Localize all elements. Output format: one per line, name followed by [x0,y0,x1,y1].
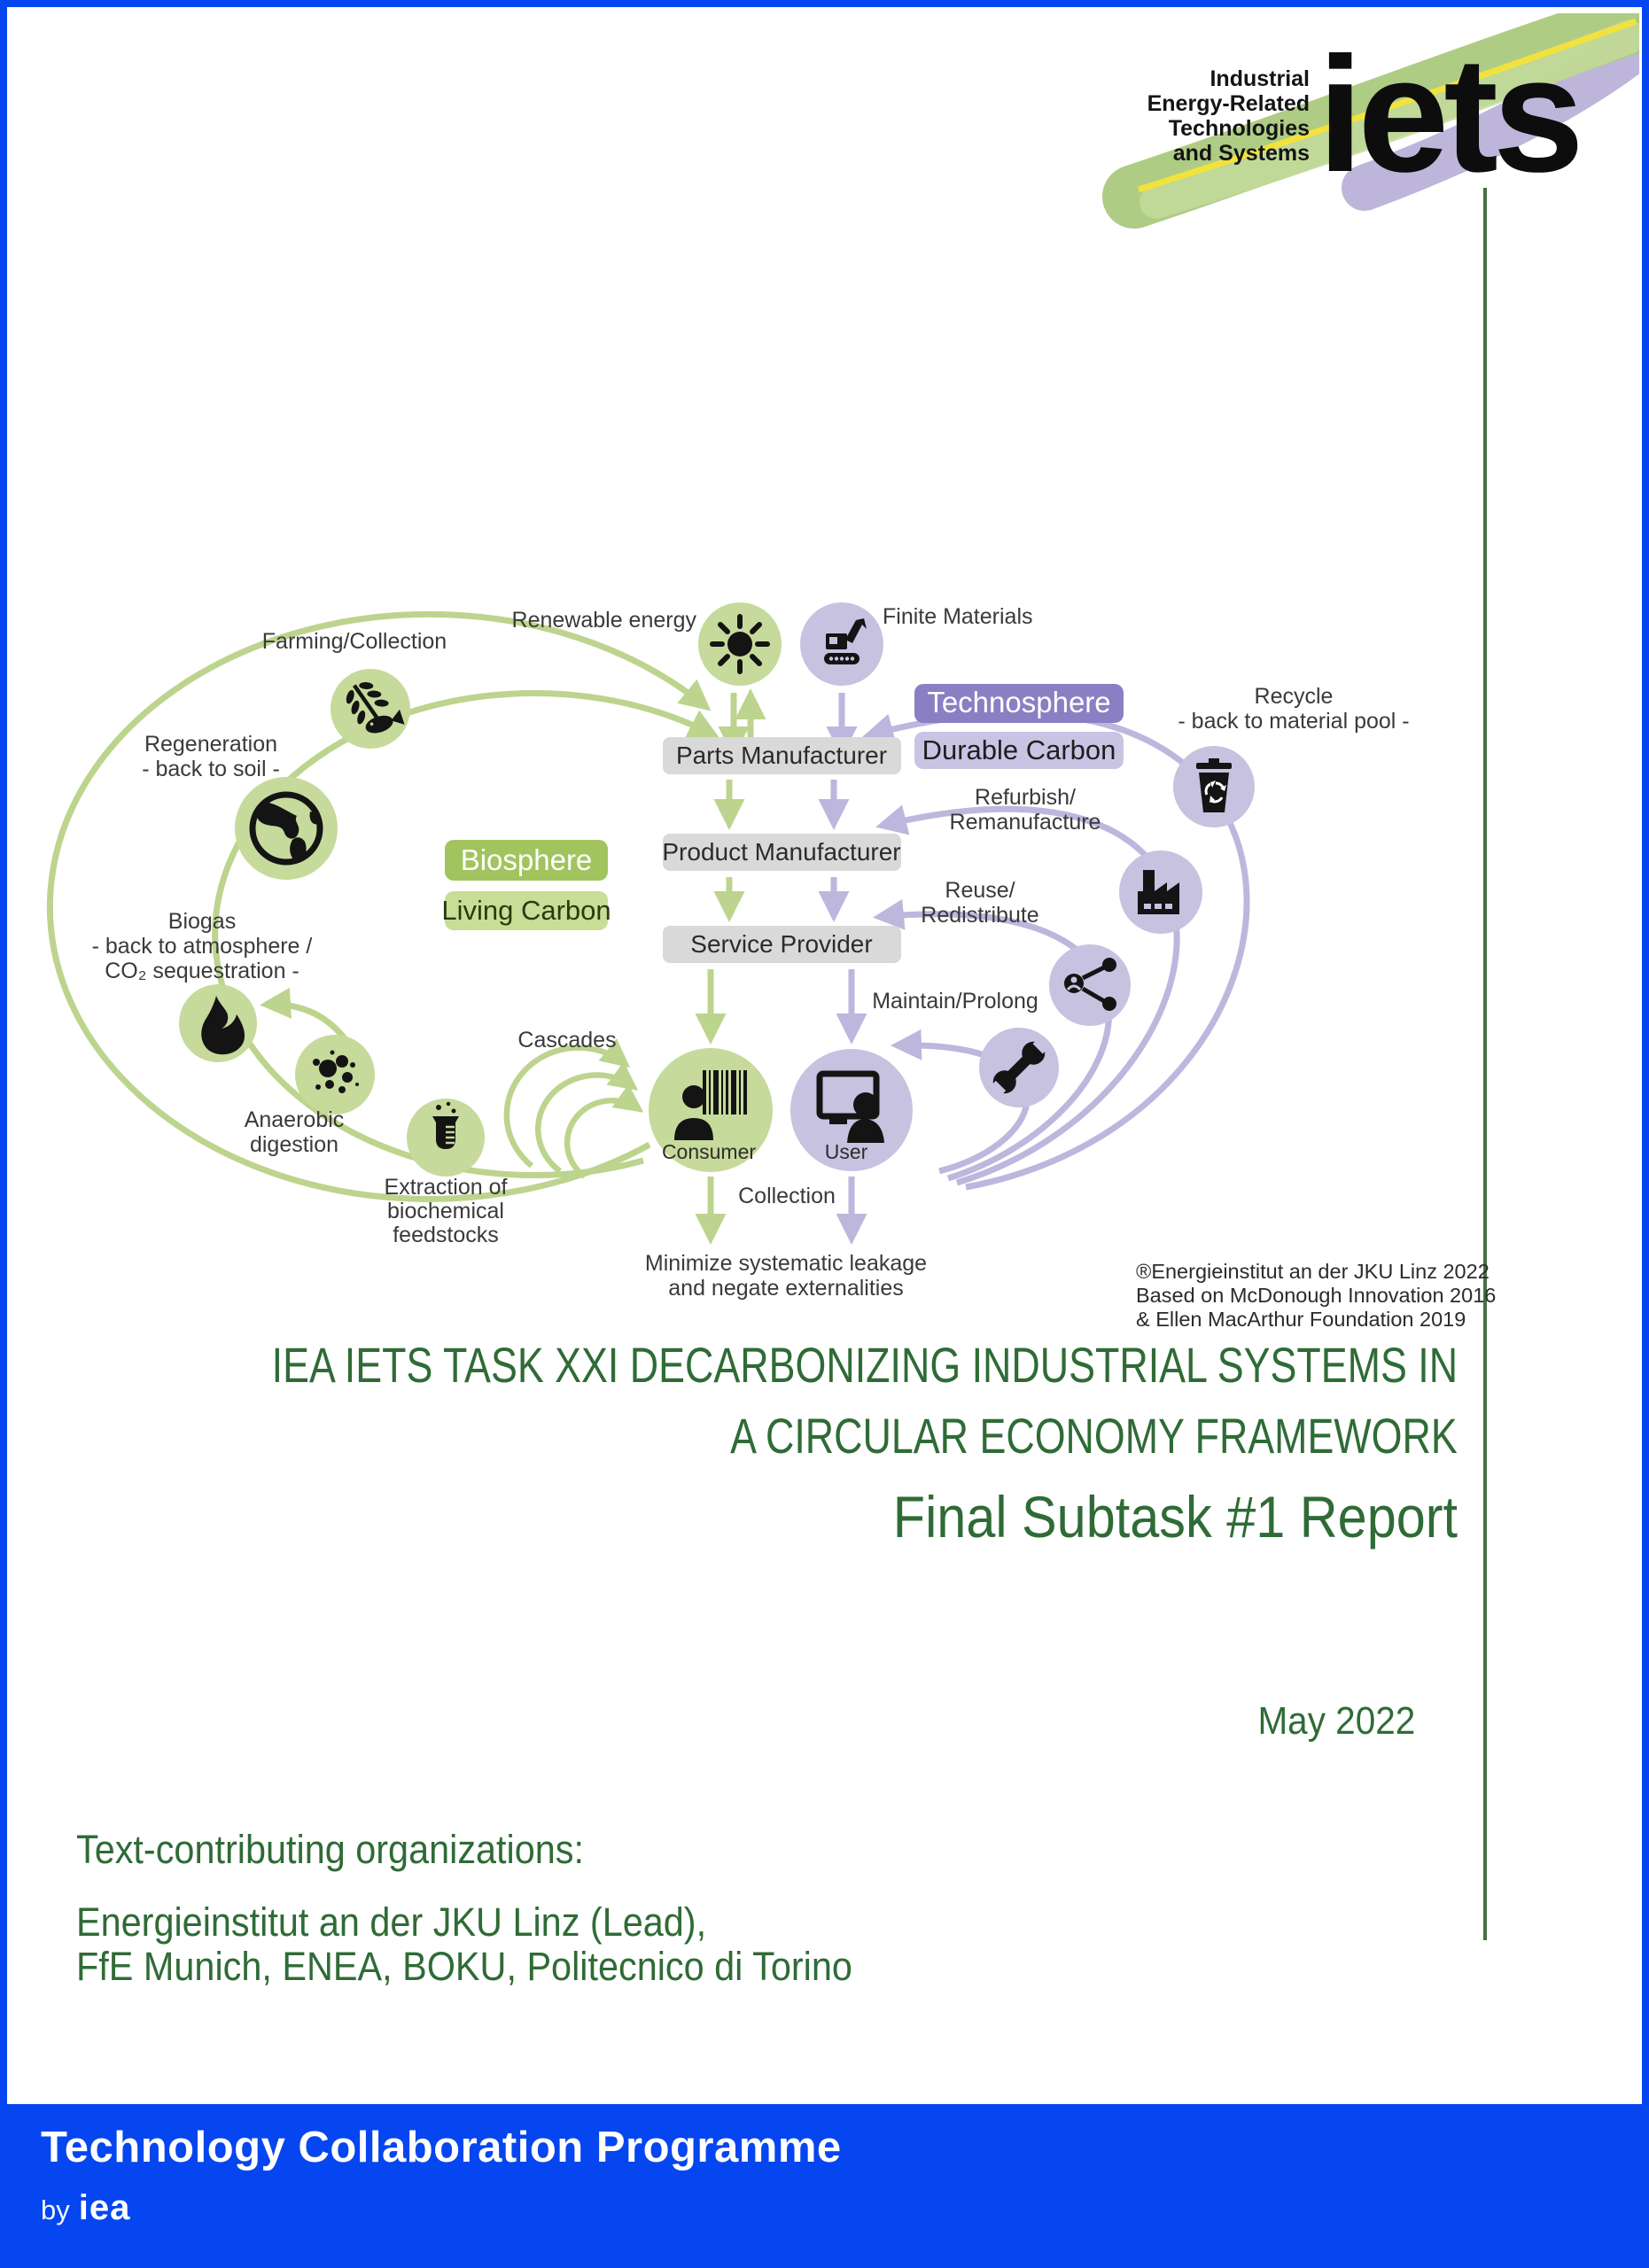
user-icon [816,1070,884,1143]
service-box [663,926,901,963]
credit-line: & Ellen MacArthur Foundation 2019 [1136,1308,1466,1331]
living-carbon-box [445,891,608,930]
footer-band: Technology Collaboration Programme by ie… [0,2104,1649,2268]
extraction-label: feedstocks [393,1223,499,1247]
reuse-label: Redistribute [921,903,1038,928]
share-icon [1064,958,1116,1011]
diagram-credits: ®Energieinstitut an der JKU Linz 2022 Ba… [1136,1260,1496,1331]
technosphere-label: Technosphere [927,686,1110,718]
excavator-icon [824,618,867,664]
minimize-label: and negate externalities [668,1276,903,1301]
earth-icon [249,791,323,866]
anaerobic-label: digestion [250,1132,338,1157]
report-subtitle: Final Subtask #1 Report [892,1484,1458,1550]
living-carbon-label: Living Carbon [441,895,611,926]
footer-programme: Technology Collaboration Programme [41,2124,842,2171]
sun-icon [710,614,770,674]
vertical-rule [1483,188,1487,1940]
consumer-icon [674,1070,747,1140]
iea-logo: iea [78,2188,131,2227]
footer-byline: by iea [41,2188,130,2228]
circular-economy-diagram: Technosphere Durable Carbon Biosphere Li… [46,602,1496,1331]
logo-tagline-line: Technologies [1169,116,1310,141]
parts-box [663,737,901,774]
service-label: Service Provider [690,930,872,958]
regeneration-label: - back to soil - [142,757,280,781]
cascades-label: Cascades [517,1028,616,1052]
logo-tagline: Industrial Energy-Related Technologies a… [1147,66,1310,166]
parts-label: Parts Manufacturer [676,742,887,769]
product-label: Product Manufacturer [662,838,900,866]
logo-tagline-line: Industrial [1210,66,1310,91]
biogas-label: CO₂ sequestration - [105,959,299,983]
renewable-label: Renewable energy [512,608,697,633]
sphere-boxes: Technosphere Durable Carbon Biosphere Li… [441,684,1124,930]
fire-icon [201,996,245,1055]
minimize-label: Minimize systematic leakage [645,1251,927,1276]
refurbish-label: Refurbish/ [975,785,1076,810]
logo-wordmark: iets [1318,24,1579,206]
report-title-line1: IEA IETS TASK XXI DECARBONIZING INDUSTRI… [271,1337,1458,1393]
iets-logo: Industrial Energy-Related Technologies a… [1102,13,1639,229]
credit-line: ®Energieinstitut an der JKU Linz 2022 [1136,1260,1490,1283]
factory-icon [1138,870,1179,914]
biosphere-box [445,840,608,881]
biogas-label: Biogas [168,909,236,934]
durable-carbon-box [914,732,1124,769]
extraction-label: Extraction of [385,1175,508,1200]
logo-brush-strokes [1102,13,1639,229]
chain-boxes: Parts Manufacturer Product Manufacturer … [662,737,901,963]
product-box [663,834,901,871]
technosphere-box [914,684,1124,723]
credit-line: Based on McDonough Innovation 2016 [1136,1284,1496,1307]
recycle-bin-icon [1196,758,1232,812]
anaerobic-node [295,1035,375,1115]
recycle-label: - back to material pool - [1178,709,1409,734]
contributors-heading: Text-contributing organizations: [76,1827,585,1872]
diagram-labels: Renewable energy Finite Materials Farmin… [92,604,1410,1301]
reuse-node [1049,944,1131,1026]
logo-yellow-line [1137,18,1637,193]
icons [201,614,1232,1149]
anaerobic-icon [313,1050,359,1093]
regeneration-label: Regeneration [144,732,277,757]
collection-label: Collection [738,1184,836,1208]
contributors-line: Energieinstitut an der JKU Linz (Lead), [76,1899,707,1945]
user-label: User [825,1140,868,1163]
cascades-arrows [503,1038,644,1179]
farming-label: Farming/Collection [262,629,447,654]
recycle-label: Recycle [1255,684,1334,709]
footer-by-text: by [41,2194,70,2225]
anaerobic-label: Anaerobic [245,1107,345,1132]
consumer-label: Consumer [662,1140,756,1163]
farming-icon [346,682,405,734]
durable-carbon-label: Durable Carbon [922,734,1116,765]
refurbish-label: Remanufacture [950,810,1101,835]
biogas-label: - back to atmosphere / [92,934,313,959]
report-title-line2: A CIRCULAR ECONOMY FRAMEWORK [730,1408,1458,1464]
wrench-icon [987,1035,1052,1099]
logo-tagline-line: and Systems [1173,141,1310,166]
logo-tagline-line: Energy-Related [1147,91,1310,116]
report-date: May 2022 [1257,1699,1415,1743]
beaker-icon [432,1101,459,1149]
extraction-label: biochemical [387,1199,504,1223]
finite-label: Finite Materials [883,604,1033,629]
biosphere-label: Biosphere [461,843,593,876]
contributors-line: FfE Munich, ENEA, BOKU, Politecnico di T… [76,1944,852,1989]
maintain-label: Maintain/Prolong [872,989,1038,1014]
reuse-label: Reuse/ [945,878,1015,903]
